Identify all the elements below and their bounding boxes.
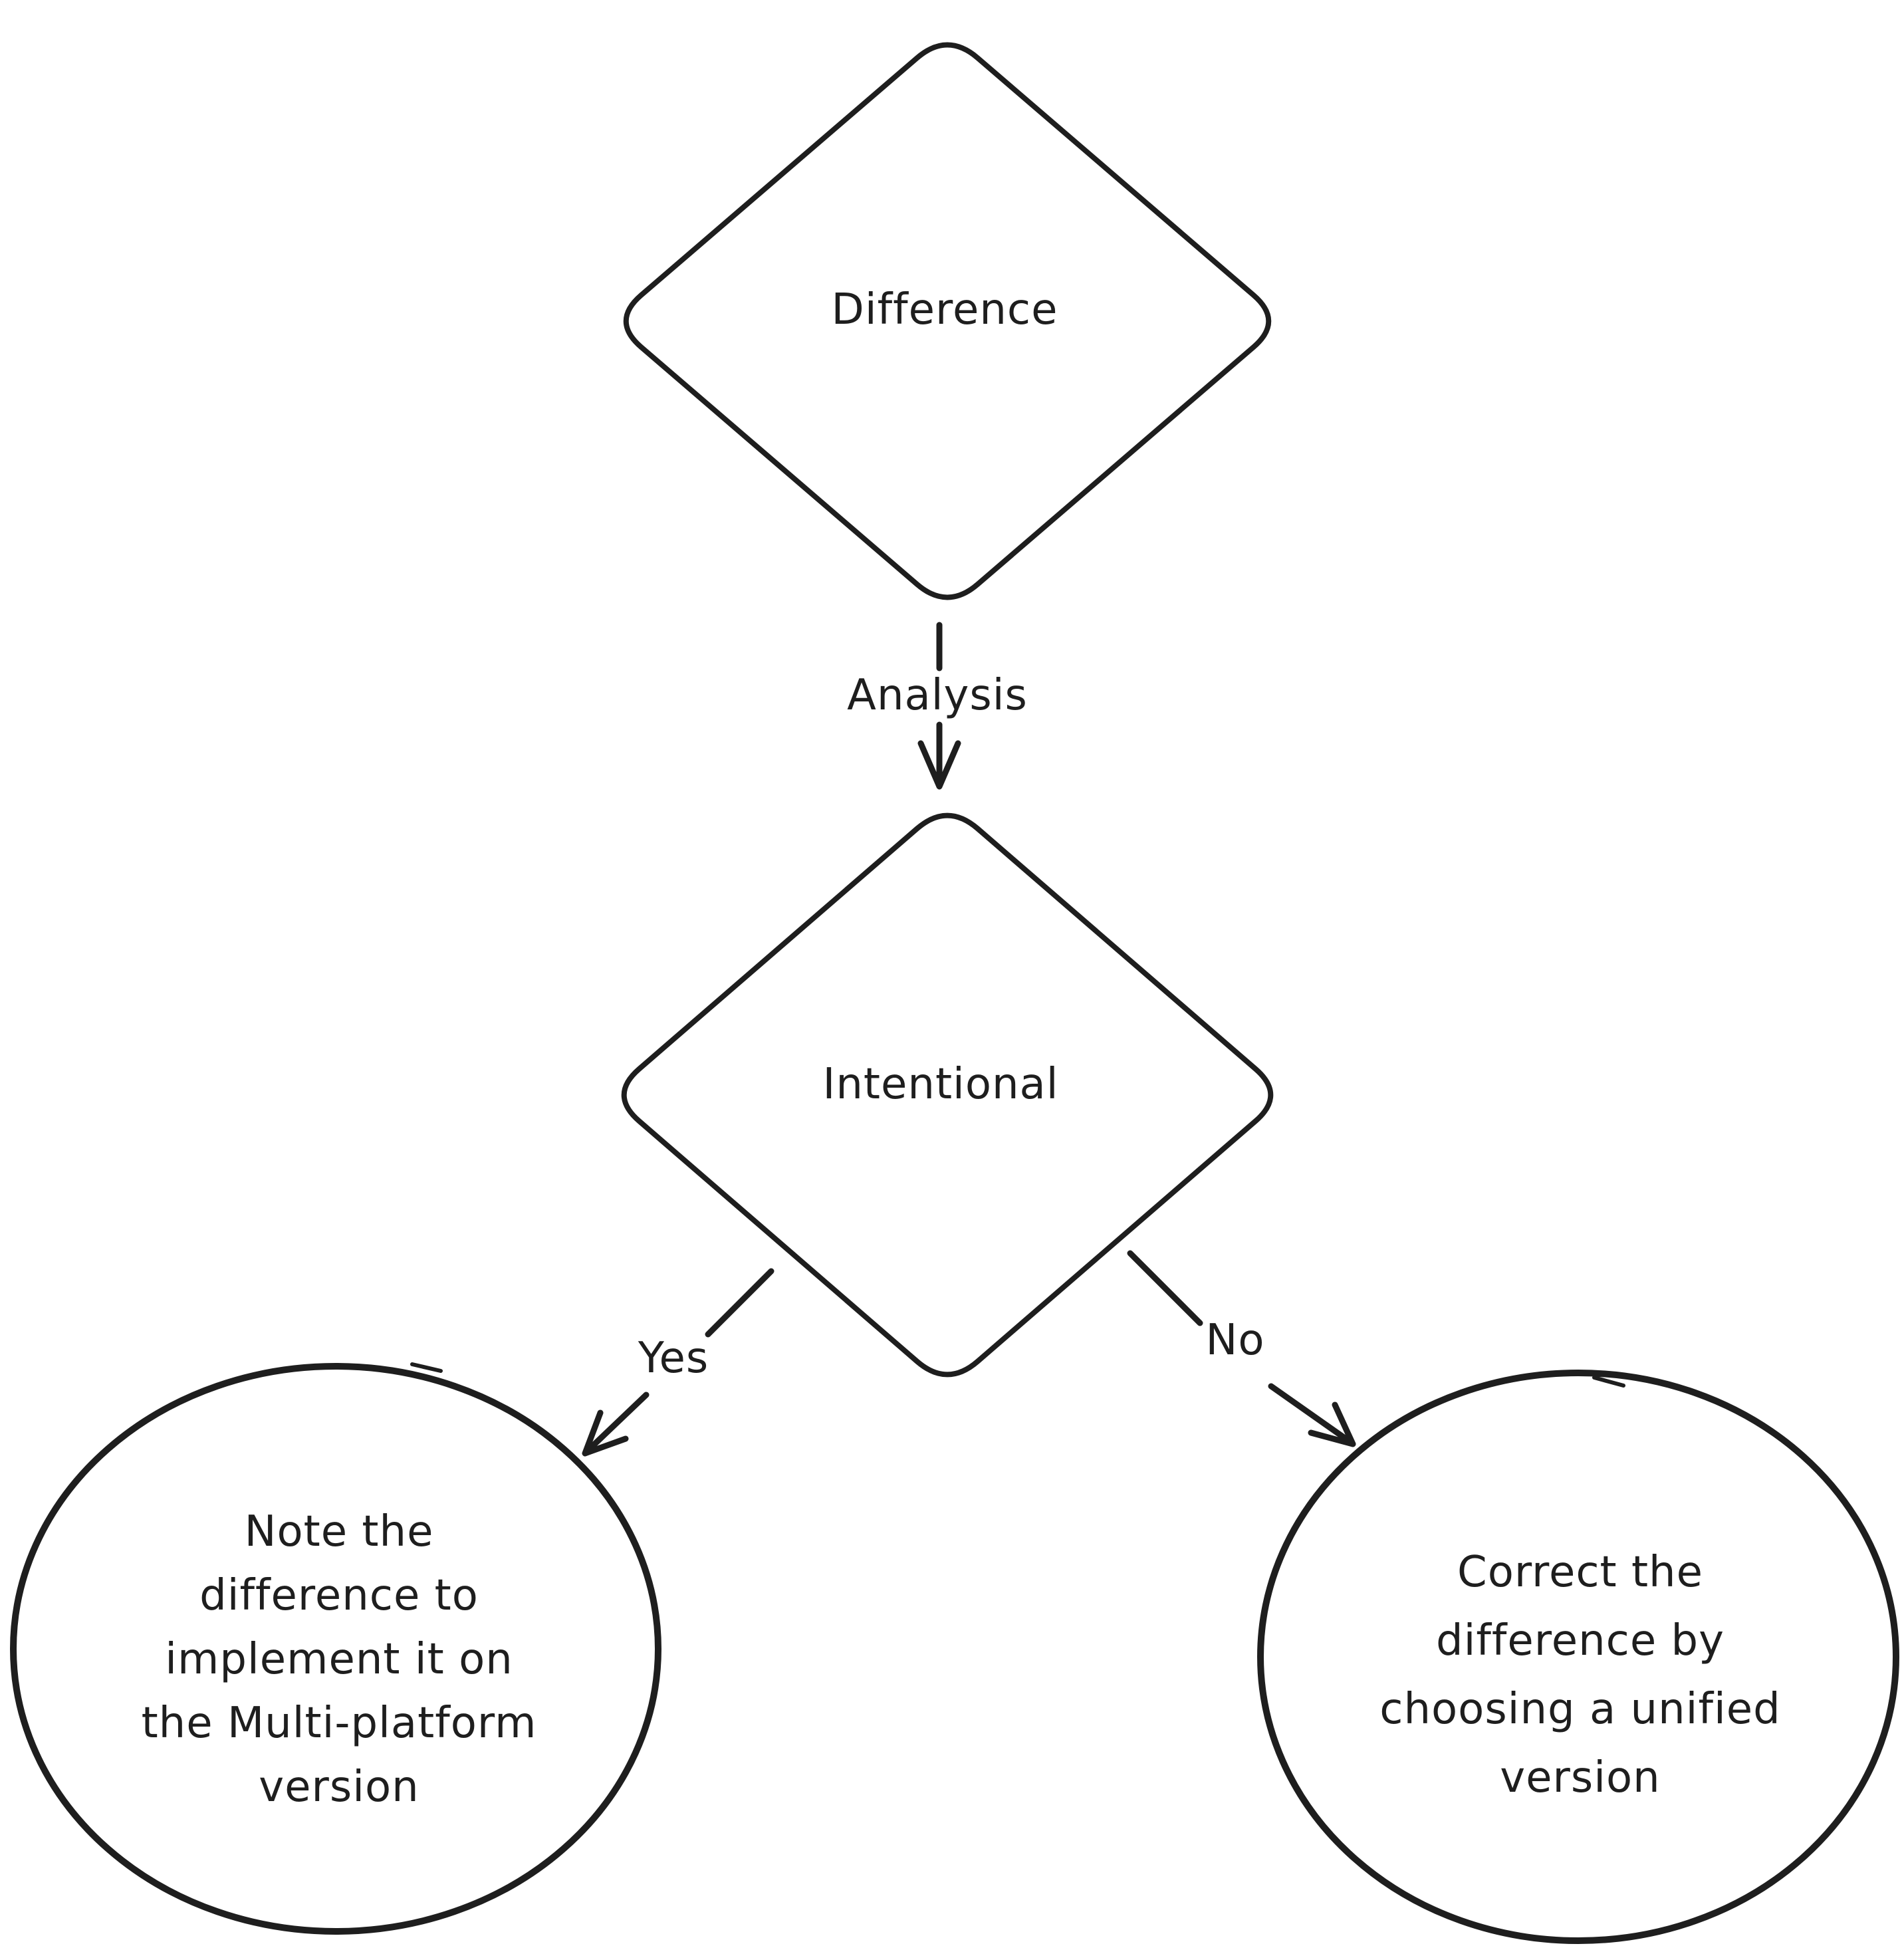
- no-arrow-lower-segment[interactable]: [1268, 1383, 1353, 1445]
- note-multiplatform-ellipse-shape[interactable]: [10, 1363, 661, 1935]
- yes-edge-label[interactable]: Yes: [638, 1334, 709, 1383]
- correct-label-line-2[interactable]: difference by: [1436, 1616, 1725, 1665]
- edge-yes: Yes: [582, 1268, 774, 1457]
- intentional-diamond-shape[interactable]: [621, 812, 1274, 1378]
- correct-label-line-3[interactable]: choosing a unified: [1379, 1685, 1781, 1734]
- correct-ellipse-stroke-seam: [1592, 1376, 1625, 1388]
- intentional-label[interactable]: Intentional: [822, 1060, 1058, 1109]
- correct-unified-label[interactable]: Correct the difference by choosing a uni…: [1379, 1548, 1781, 1802]
- yes-arrow-upper-segment[interactable]: [705, 1268, 774, 1338]
- note-label-line-2[interactable]: difference to: [199, 1571, 479, 1620]
- analysis-arrowhead-icon[interactable]: [917, 740, 961, 790]
- difference-diamond-shape[interactable]: [623, 42, 1272, 600]
- node-difference: Difference: [623, 42, 1272, 600]
- note-label-line-1[interactable]: Note the: [245, 1507, 434, 1556]
- node-note-multiplatform: Note the difference to implement it on t…: [10, 1362, 661, 1935]
- edge-analysis: Analysis: [847, 622, 1028, 790]
- note-label-line-3[interactable]: implement it on: [165, 1635, 513, 1684]
- correct-unified-ellipse-shape[interactable]: [1257, 1370, 1899, 1944]
- analysis-edge-label[interactable]: Analysis: [847, 671, 1028, 720]
- no-arrowhead-icon[interactable]: [1308, 1402, 1356, 1447]
- edge-no: No: [1127, 1250, 1356, 1447]
- no-edge-label[interactable]: No: [1205, 1316, 1264, 1365]
- correct-label-line-4[interactable]: version: [1500, 1753, 1660, 1802]
- note-multiplatform-label[interactable]: Note the difference to implement it on t…: [142, 1507, 537, 1812]
- note-ellipse-stroke-seam: [410, 1362, 443, 1373]
- note-label-line-5[interactable]: version: [259, 1763, 419, 1812]
- yes-arrowhead-icon[interactable]: [582, 1409, 629, 1457]
- difference-label[interactable]: Difference: [832, 285, 1058, 334]
- no-arrow-upper-segment[interactable]: [1127, 1250, 1203, 1326]
- correct-label-line-1[interactable]: Correct the: [1457, 1548, 1703, 1597]
- note-label-line-4[interactable]: the Multi-platform: [142, 1699, 537, 1748]
- yes-arrow-lower-segment[interactable]: [586, 1392, 650, 1453]
- node-correct-unified: Correct the difference by choosing a uni…: [1257, 1370, 1899, 1944]
- node-intentional: Intentional: [621, 812, 1274, 1378]
